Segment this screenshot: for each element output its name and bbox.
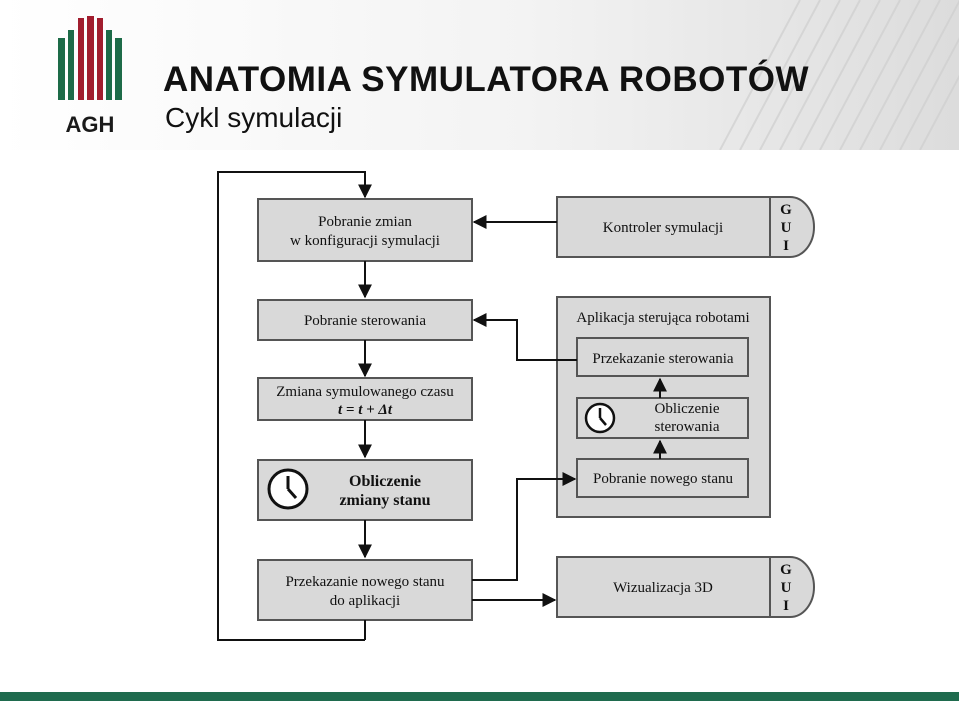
box-time-update-formula: t = t + Δt xyxy=(338,402,393,418)
logo-text: AGH xyxy=(66,112,115,136)
box-time-update: Zmiana symulowanego czasu t = t + Δt xyxy=(257,377,473,421)
gui-visualization: Wizualizacja 3D G U I xyxy=(556,556,815,618)
box-fetch-config-changes: Pobranie zmian w konfiguracji symulacji xyxy=(257,198,473,262)
box-fetch-config-line1: Pobranie zmian xyxy=(318,214,412,230)
header-banner: AGH ANATOMIA SYMULATORA ROBOTÓW Cykl sym… xyxy=(0,0,959,150)
box-send-state: Przekazanie nowego stanu do aplikacji xyxy=(257,559,473,621)
gui-tab-letter-u: U xyxy=(781,220,792,236)
loop-connector xyxy=(217,171,372,641)
arrow-state-to-app xyxy=(472,472,577,581)
box-fetch-config-line2: w konfiguracji symulacji xyxy=(290,233,440,249)
arrow-app-to-fetch-control xyxy=(472,313,577,361)
gui-tab-letter-g: G xyxy=(780,562,792,578)
clock-icon xyxy=(267,468,309,510)
box-fetch-control: Pobranie sterowania xyxy=(257,299,473,341)
page-subtitle: Cykl symulacji xyxy=(165,102,343,133)
gui-tab-letter-i: I xyxy=(783,598,789,614)
box-send-state-line2: do aplikacji xyxy=(330,593,400,609)
agh-logo: AGH xyxy=(58,16,122,136)
control-application-title: Aplikacja sterująca robotami xyxy=(576,310,749,326)
gui-tab-letter-u: U xyxy=(781,580,792,596)
control-application-panel: Aplikacja sterująca robotami Przekazanie… xyxy=(556,296,771,518)
gui-tab-letter-g: G xyxy=(780,202,792,218)
app-compute-line1: Obliczenie xyxy=(655,401,720,417)
box-fetch-control-label: Pobranie sterowania xyxy=(304,313,426,329)
box-send-state-line1: Przekazanie nowego stanu xyxy=(285,574,445,590)
visualization-label: Wizualizacja 3D xyxy=(613,580,713,596)
controller-label: Kontroler symulacji xyxy=(603,220,723,236)
gui-tab-letter-i: I xyxy=(783,238,789,254)
box-time-update-line1: Zmiana symulowanego czasu xyxy=(276,384,454,400)
header-decoration xyxy=(719,0,959,150)
box-compute-state-line1: Obliczenie xyxy=(349,473,421,490)
clock-icon xyxy=(584,402,616,434)
gui-controller: Kontroler symulacji G U I xyxy=(556,196,815,258)
box-compute-state: Obliczenie zmiany stanu xyxy=(257,459,473,521)
app-compute-line2: sterowania xyxy=(655,419,720,435)
page-title: ANATOMIA SYMULATORA ROBOTÓW xyxy=(163,60,810,99)
app-send-control-label: Przekazanie sterowania xyxy=(592,351,734,367)
app-fetch-state-label: Pobranie nowego stanu xyxy=(593,471,733,487)
box-compute-state-line2: zmiany stanu xyxy=(339,492,430,509)
footer-bar xyxy=(0,692,959,701)
